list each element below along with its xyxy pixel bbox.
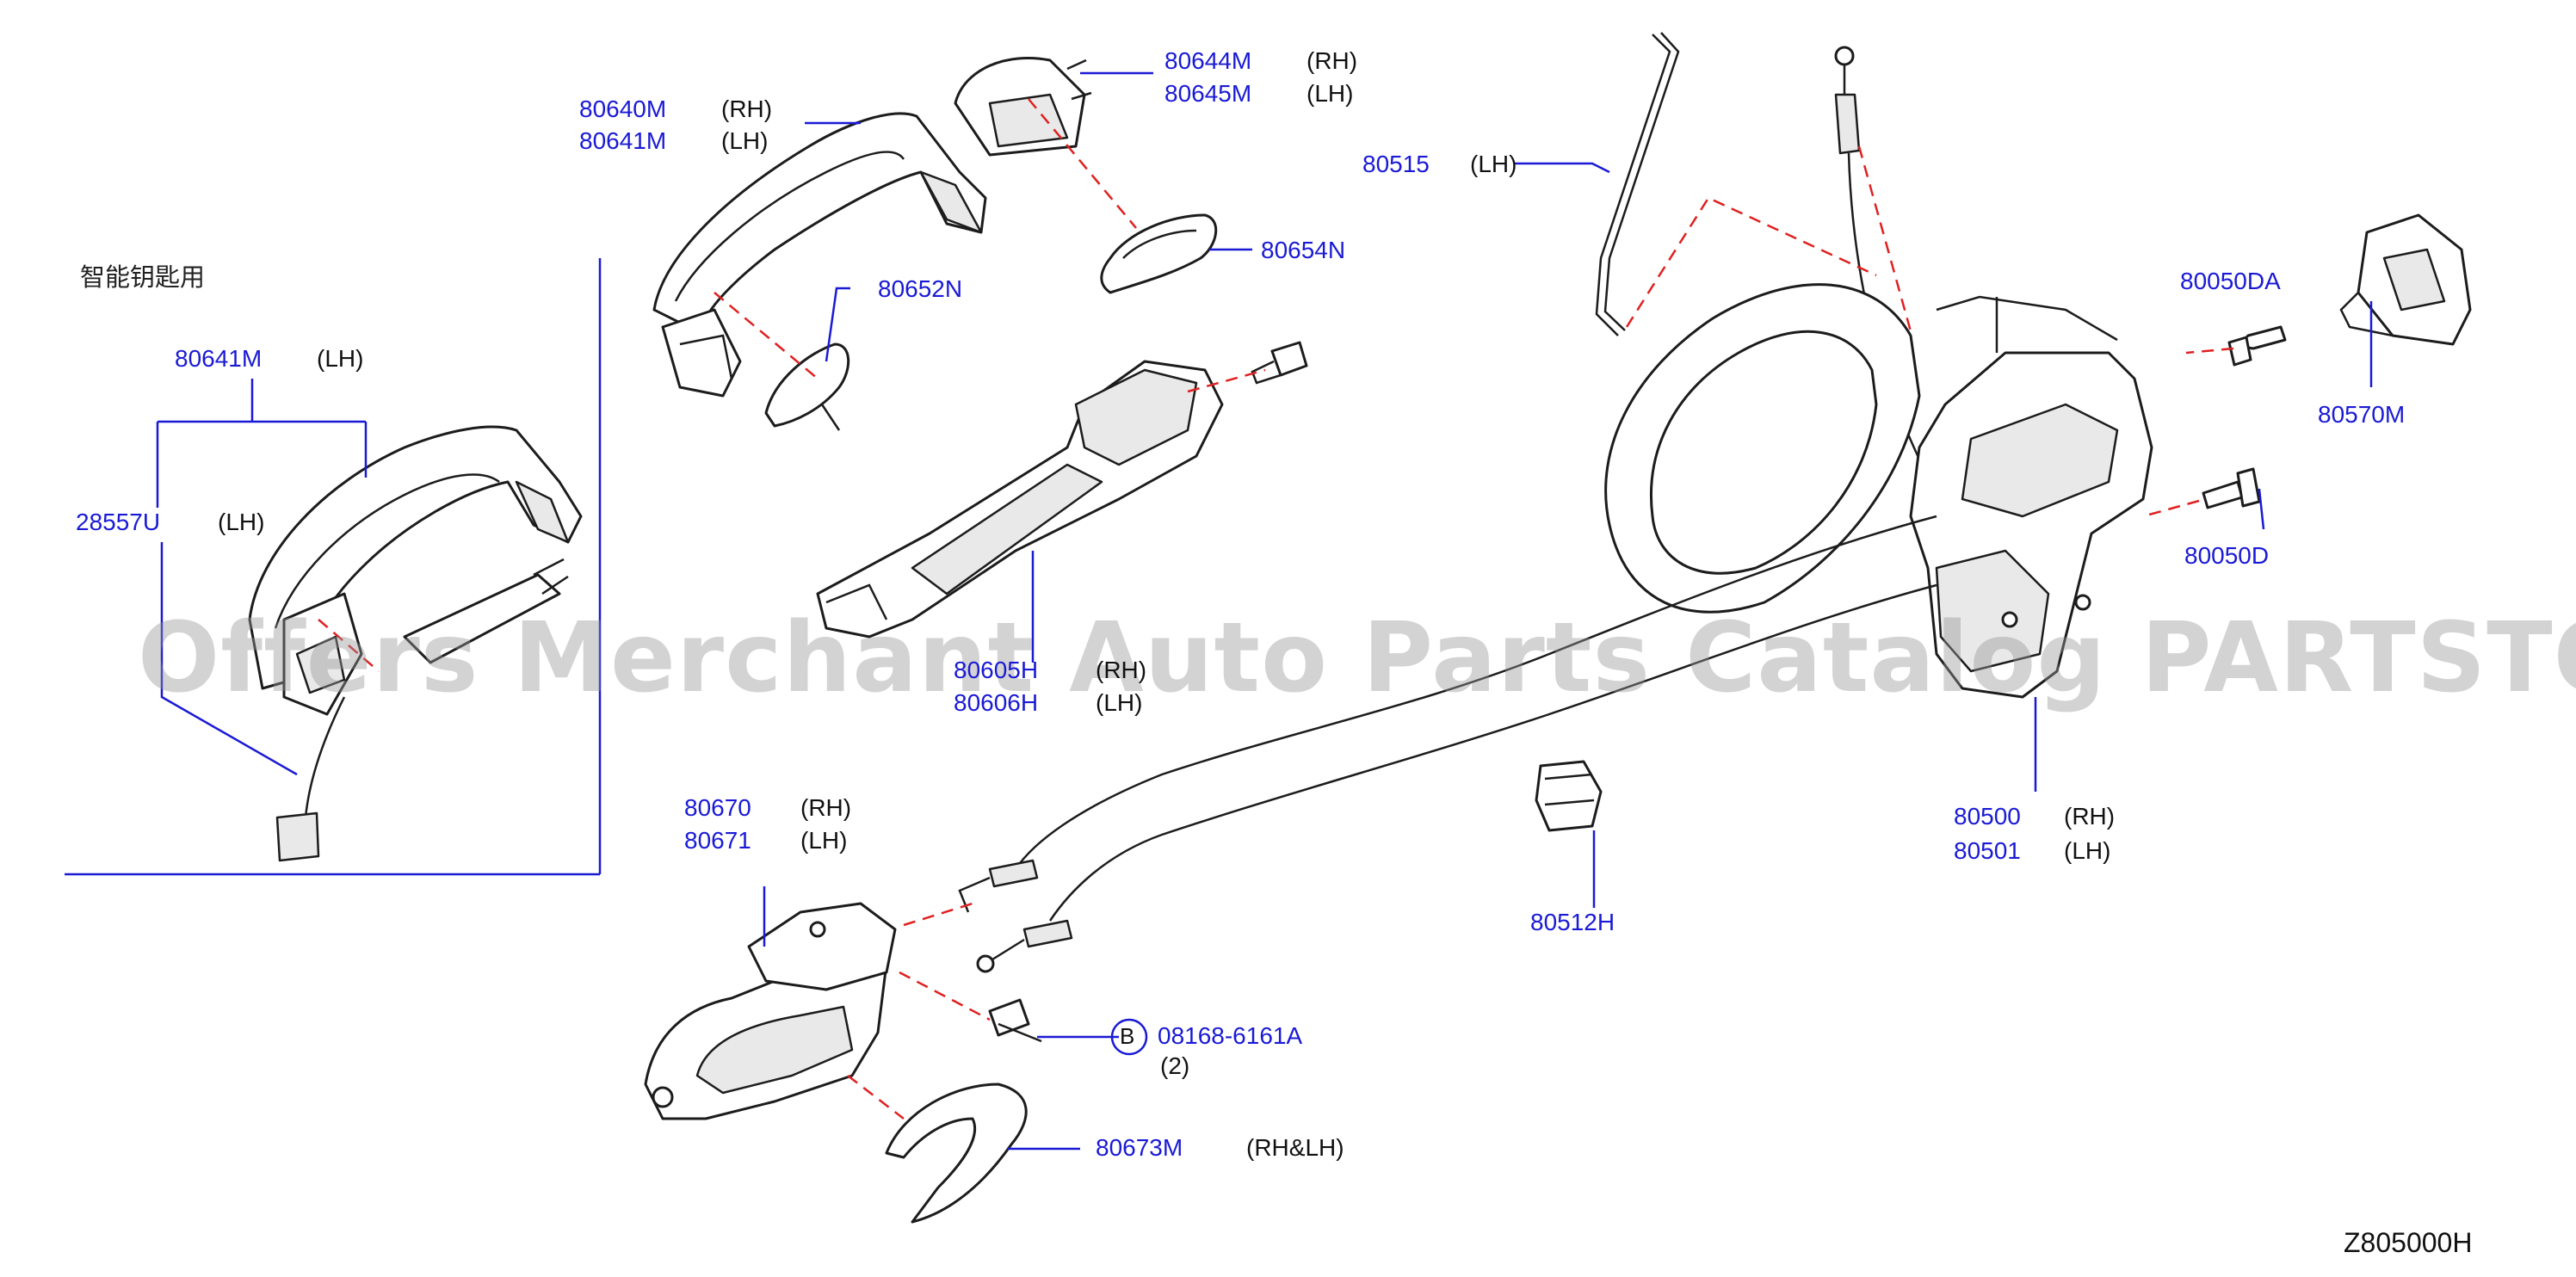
gasket-80654N — [1100, 213, 1218, 294]
part-side-80673M: (RH&LH) — [1246, 1134, 1344, 1161]
part-number-80605H[interactable]: 80605H — [954, 657, 1039, 683]
gasket-80652N — [764, 342, 850, 431]
part-number-80570M[interactable]: 80570M — [2318, 401, 2406, 428]
bolt-top — [1251, 341, 1308, 385]
outside-handle — [652, 112, 987, 398]
part-side-80500: (RH) — [2064, 803, 2116, 830]
part-number-80641M-smart-key[interactable]: 80641M — [175, 345, 263, 372]
part-number-80654N[interactable]: 80654N — [1261, 237, 1346, 263]
part-number-80050DA[interactable]: 80050DA — [2180, 268, 2281, 294]
screw-80050DA — [2227, 325, 2287, 367]
smart-key-outside-handle — [248, 425, 583, 716]
part-side-80670: (RH) — [800, 794, 852, 821]
part-number-80645M[interactable]: 80645M — [1164, 80, 1252, 107]
smart-key-antenna — [275, 558, 569, 862]
escutcheon-cap — [954, 56, 1092, 157]
part-number-80515[interactable]: 80515 — [1362, 151, 1430, 177]
striker — [2339, 213, 2472, 346]
inside-handle — [644, 902, 897, 1120]
part-side-80644M: (RH) — [1307, 47, 1358, 74]
part-number-80670[interactable]: 80670 — [684, 794, 751, 821]
callout-b-letter: B — [1120, 1023, 1135, 1049]
diagram-code: Z805000H — [2344, 1227, 2473, 1258]
part-side-80606H: (LH) — [1096, 689, 1143, 716]
part-number-80501[interactable]: 80501 — [1954, 837, 2021, 864]
lock-rod — [1595, 32, 1680, 336]
part-number-80512H[interactable]: 80512H — [1530, 909, 1615, 935]
part-side-28557U: (LH) — [218, 509, 265, 535]
handle-bracket — [816, 360, 1224, 638]
part-number-80673M[interactable]: 80673M — [1096, 1134, 1183, 1161]
inside-handle-cover — [885, 1083, 1028, 1224]
part-number-80640M[interactable]: 80640M — [579, 96, 667, 122]
screw-80050D — [2202, 467, 2261, 509]
part-number-08168-6161A[interactable]: 08168-6161A — [1158, 1022, 1303, 1049]
part-side-80671: (LH) — [800, 827, 848, 854]
door-seal-ring — [1604, 283, 1921, 614]
part-number-80671[interactable]: 80671 — [684, 827, 751, 854]
part-number-80606H[interactable]: 80606H — [954, 689, 1039, 716]
part-number-80644M[interactable]: 80644M — [1164, 47, 1252, 74]
leader-lines — [156, 71, 2373, 1151]
control-cables — [958, 515, 1937, 973]
part-number-80641M[interactable]: 80641M — [579, 127, 667, 154]
callout-b-circle — [1110, 1018, 1148, 1056]
part-side-80501: (LH) — [2064, 837, 2111, 864]
part-side-80640M: (RH) — [721, 96, 773, 122]
smart-key-note: 智能钥匙用 — [80, 262, 206, 292]
part-number-28557U[interactable]: 28557U — [76, 509, 161, 535]
smart-key-section-frame — [65, 258, 602, 876]
part-side-80641M: (LH) — [721, 127, 769, 154]
part-number-80652N[interactable]: 80652N — [878, 275, 963, 302]
door-lock-actuator — [1909, 295, 2153, 699]
cable-clip — [1535, 760, 1603, 832]
part-side-80605H: (RH) — [1096, 657, 1147, 683]
part-number-80050D[interactable]: 80050D — [2184, 542, 2270, 569]
part-number-80500[interactable]: 80500 — [1954, 803, 2021, 830]
assembly-guide-lines — [318, 98, 2234, 1120]
part-side-80515: (LH) — [1470, 151, 1517, 177]
part-side-80641M-smart-key: (LH) — [317, 345, 364, 372]
part-quantity-08168-6161A: (2) — [1160, 1052, 1190, 1079]
bolt-bottom — [988, 998, 1042, 1043]
part-side-80645M: (LH) — [1307, 80, 1354, 107]
